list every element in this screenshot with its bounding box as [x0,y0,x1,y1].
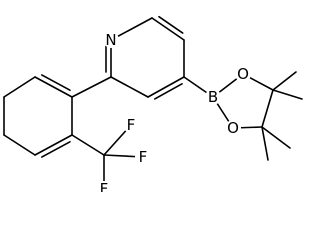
atom-f1: F [123,116,139,134]
bond-P1-P2-double [40,74,71,92]
atom-label-background [135,149,151,165]
atom-label-background [205,89,221,105]
atom-label-o2: O [227,119,239,137]
atom-label-background [235,66,251,82]
bond-C6-C5-double [158,15,184,34]
bond-Ca-Ma2 [272,89,303,100]
bond-C4-C3-double [153,82,183,100]
bond-Ca-Ma1 [272,71,297,91]
atom-f3: F [96,180,112,192]
atom-label-o1: O [237,65,249,83]
atom-b: B [205,88,221,106]
bond-C4-C3 [147,76,185,98]
atom-label-b: B [208,88,218,106]
bond-Ca-Cb [261,89,274,128]
atom-label-background [96,181,112,192]
bond-P4-P5 [3,134,36,156]
bond-C3-C2 [110,76,149,98]
bond-P1-P2 [34,76,73,98]
bond-P5-P6-double [40,140,71,158]
atom-f2: F [135,148,151,166]
atom-label-background [225,120,241,136]
atom-label-f3: F [100,180,109,192]
atom-label-n1: N [105,31,116,49]
atom-o1: O [235,65,251,83]
bond-P6-CF [71,134,105,156]
bond-Cb-Mb2 [261,126,269,161]
bond-C6-C5 [151,17,185,41]
bond-layer [3,15,303,190]
atom-n1: N [103,31,119,49]
atom-label-f1: F [127,116,136,134]
bond-P5-P6 [34,134,73,156]
bond-P2-P3 [3,76,36,98]
atom-label-f2: F [139,148,148,166]
bond-C2-P1 [71,76,112,98]
bond-Cb-Mb1 [261,126,291,149]
atom-label-background [103,32,119,48]
atom-o2: O [225,119,241,137]
atom-label-background [123,117,139,133]
